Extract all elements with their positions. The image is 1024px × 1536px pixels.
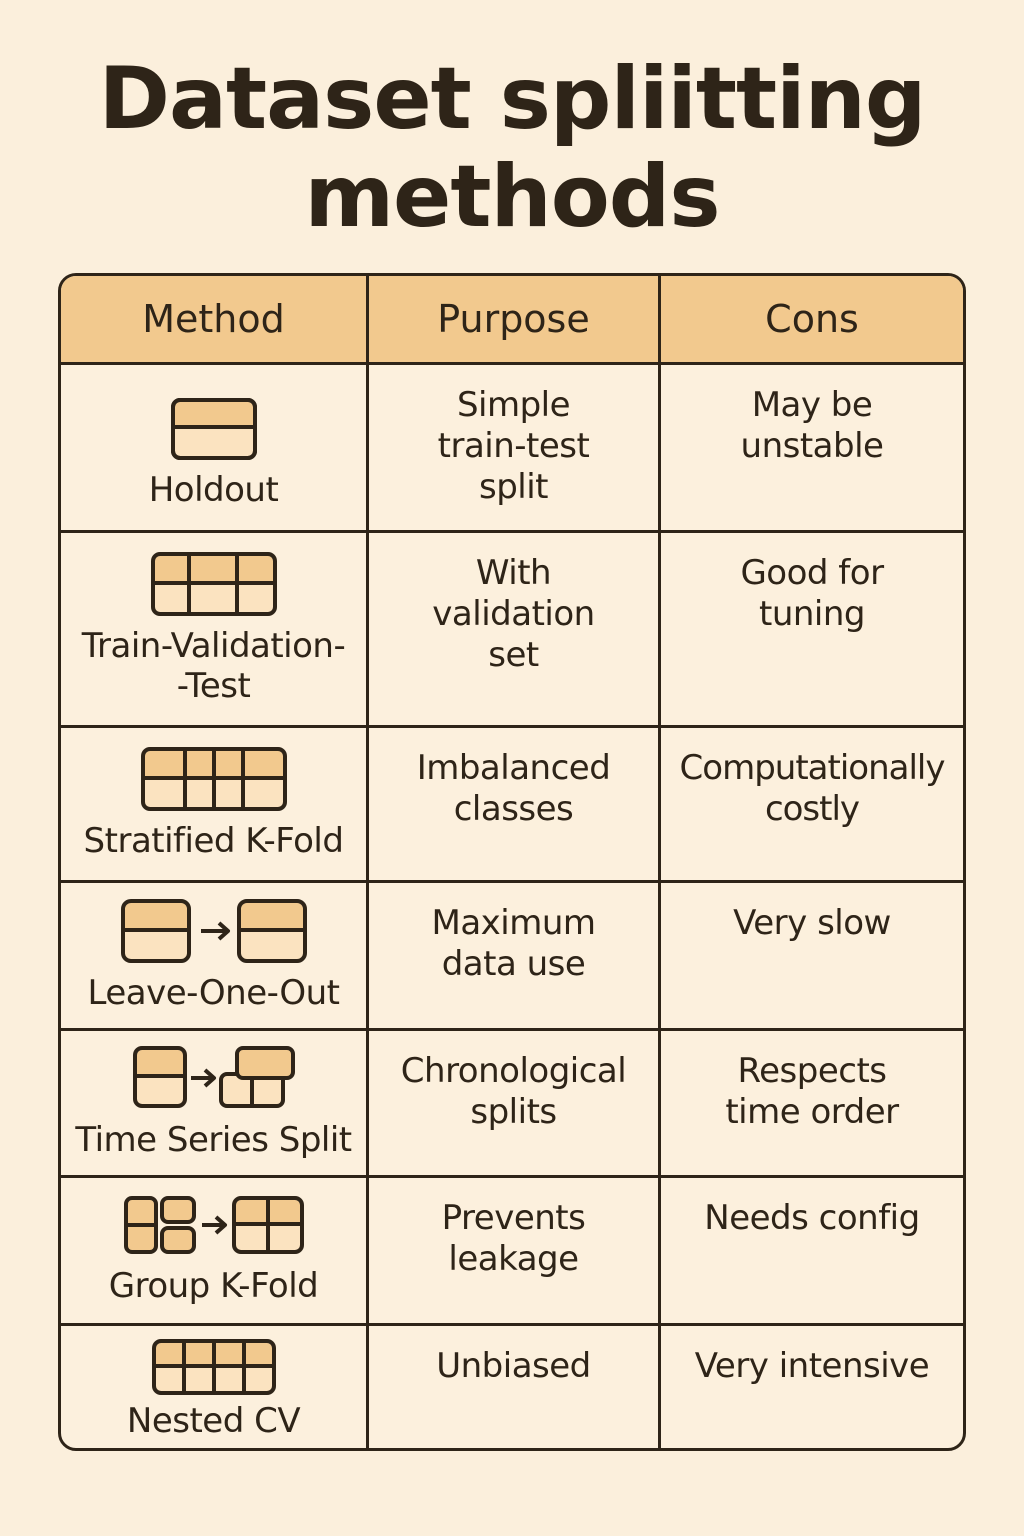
group-kfold-icon bbox=[123, 1195, 304, 1256]
purpose-cell: With validation set bbox=[369, 533, 661, 725]
table-row-stratified-kfold: Stratified K-Fold Imbalanced classes Com… bbox=[61, 728, 963, 883]
cons-cell: Respects time order bbox=[725, 1051, 899, 1132]
method-label: Leave-One-Out bbox=[87, 972, 340, 1013]
table-row-holdout: Holdout Simple train-test split May be u… bbox=[61, 365, 963, 533]
table-row-time-series-split: Time Series Split Chronological splits R… bbox=[61, 1031, 963, 1178]
header-cons: Cons bbox=[765, 297, 859, 341]
purpose-cell: Chronological splits bbox=[369, 1031, 661, 1175]
time-series-split-icon bbox=[132, 1046, 295, 1110]
method-label: Group K-Fold bbox=[108, 1265, 319, 1306]
table-row-group-kfold: Group K-Fold Prevents leakage Needs conf… bbox=[61, 1178, 963, 1326]
method-label: Train-Validation- -Test bbox=[81, 626, 346, 706]
purpose-cell: Imbalanced classes bbox=[369, 728, 661, 880]
nested-cv-icon bbox=[151, 1338, 276, 1395]
table-header-row: Method Purpose Cons bbox=[61, 276, 963, 365]
table-row-train-validation-test: Train-Validation- -Test With validation … bbox=[61, 533, 963, 728]
cons-cell: Good for tuning bbox=[740, 553, 884, 634]
header-purpose: Purpose bbox=[369, 276, 661, 362]
cons-cell: May be unstable bbox=[740, 385, 884, 466]
leave-one-out-icon bbox=[120, 898, 307, 963]
title-line-2: methods bbox=[304, 147, 720, 247]
header-method: Method bbox=[61, 276, 369, 362]
table-row-nested-cv: Nested CV Unbiased Very intensive bbox=[61, 1326, 963, 1448]
purpose-cell: Maximum data use bbox=[369, 883, 661, 1028]
train-validation-test-icon bbox=[150, 552, 277, 616]
method-cell: Group K-Fold bbox=[61, 1178, 369, 1323]
holdout-split-icon bbox=[170, 397, 257, 460]
cons-cell: Very slow bbox=[733, 903, 891, 943]
purpose-cell: Simple train-test split bbox=[369, 365, 661, 530]
method-cell: Time Series Split bbox=[61, 1031, 369, 1175]
method-cell: Leave-One-Out bbox=[61, 883, 369, 1028]
method-label: Stratified K-Fold bbox=[83, 821, 344, 861]
purpose-cell: Unbiased bbox=[369, 1326, 661, 1448]
method-cell: Stratified K-Fold bbox=[61, 728, 369, 880]
title-line-1: Dataset spliitting bbox=[98, 49, 927, 149]
method-label: Time Series Split bbox=[75, 1120, 352, 1160]
method-cell: Nested CV bbox=[61, 1326, 369, 1448]
table-row-leave-one-out: Leave-One-Out Maximum data use Very slow bbox=[61, 883, 963, 1031]
method-label: Nested CV bbox=[126, 1400, 301, 1441]
cons-cell: Very intensive bbox=[694, 1346, 930, 1386]
cons-cell: Needs config bbox=[704, 1198, 920, 1238]
cons-cell: Computationally costly bbox=[679, 748, 946, 829]
method-label: Holdout bbox=[148, 469, 279, 510]
method-cell: Train-Validation- -Test bbox=[61, 533, 369, 725]
stratified-kfold-icon bbox=[140, 747, 287, 811]
page-title: Dataset spliitting methods bbox=[0, 50, 1024, 246]
method-cell: Holdout bbox=[61, 365, 369, 530]
purpose-cell: Prevents leakage bbox=[369, 1178, 661, 1323]
methods-table: Method Purpose Cons Holdout Simple train… bbox=[58, 273, 966, 1451]
